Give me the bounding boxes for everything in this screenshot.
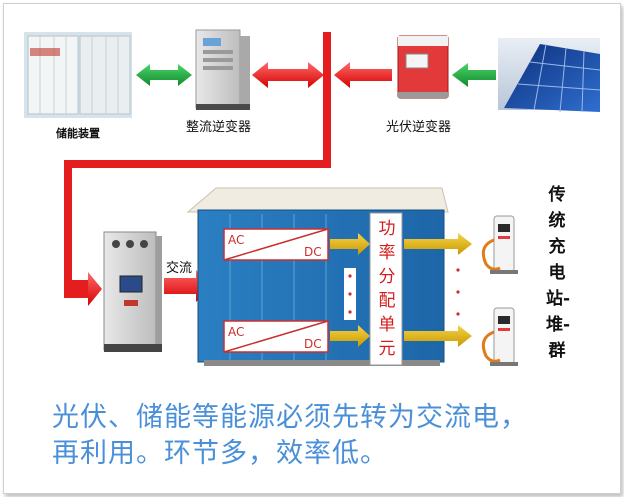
solar-panel-image	[498, 38, 601, 113]
station-label: 传统充电站-堆-群	[546, 185, 571, 361]
pv-inverter-image	[397, 35, 449, 99]
container-ellipsis	[344, 268, 356, 320]
gold-arrow-charger-1	[404, 233, 472, 255]
red-double-arrow-middle	[252, 62, 324, 88]
charger-1-image	[481, 215, 518, 274]
pv-inverter-label: 光伏逆变器	[386, 119, 451, 135]
dc-label-2: DC	[304, 337, 322, 351]
dc-label-1: DC	[304, 245, 322, 259]
ac-label-2: AC	[228, 325, 244, 339]
rectifier-label: 整流逆变器	[186, 119, 251, 135]
gold-arrow-dc-1	[330, 233, 370, 255]
green-double-arrow-left	[136, 64, 192, 86]
ac-flow-label: 交流	[166, 260, 192, 276]
red-bus-line	[64, 32, 331, 306]
power-distribution-unit	[369, 212, 403, 366]
green-arrow-from-solar	[452, 63, 496, 87]
acdc-converter-1	[223, 228, 329, 261]
ac-label-1: AC	[228, 233, 244, 247]
storage-label: 储能装置	[56, 126, 100, 140]
red-arrow-from-pv-inverter	[334, 62, 392, 88]
gold-arrow-charger-2	[404, 325, 472, 347]
caption-line-1: 光伏、储能等能源必须先转为交流电，	[52, 402, 528, 433]
acdc-converter-2	[223, 320, 329, 353]
ac-cabinet-image	[103, 231, 162, 352]
storage-container-image	[24, 32, 132, 118]
rectifier-cabinet-image	[195, 29, 250, 110]
caption-line-2: 再利用。环节多，效率低。	[52, 438, 388, 469]
power-unit-label: 功率分配单元	[378, 219, 396, 359]
gold-arrow-dc-2	[330, 325, 370, 347]
charger-ellipsis	[456, 268, 460, 316]
charger-2-image	[481, 307, 518, 366]
